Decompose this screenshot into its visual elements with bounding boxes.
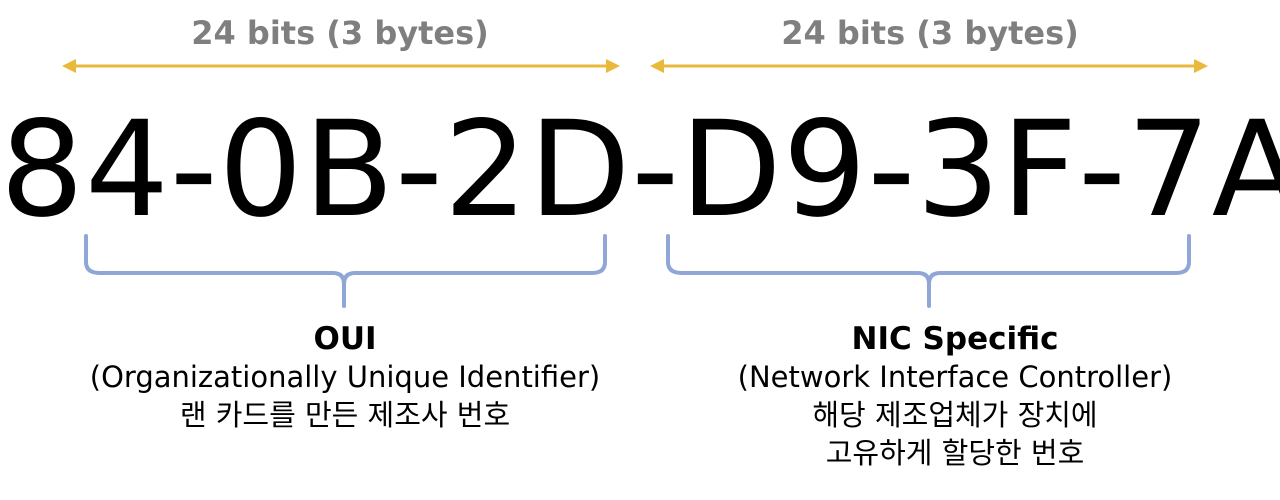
nic-description-block: NIC Specific (Network Interface Controll… [640, 320, 1270, 472]
nic-description-line1: 해당 제조업체가 장치에 [812, 398, 1098, 432]
mac-address: 84-0B-2D-D9-3F-7A [0, 93, 1280, 247]
oui-brace [84, 234, 607, 308]
left-bits-label: 24 bits (3 bytes) [191, 14, 489, 52]
oui-description: 랜 카드를 만든 제조사 번호 [179, 398, 511, 432]
right-span-arrow [650, 59, 1208, 73]
oui-description-block: OUI (Organizationally Unique Identifier)… [30, 320, 660, 434]
oui-title: OUI [313, 321, 377, 357]
left-span-arrow [62, 59, 620, 73]
nic-subtitle: (Network Interface Controller) [737, 360, 1173, 394]
nic-description-line2: 고유하게 할당한 번호 [825, 436, 1085, 470]
nic-title: NIC Specific [851, 321, 1059, 357]
nic-brace [666, 234, 1191, 308]
oui-subtitle: (Organizationally Unique Identifier) [89, 360, 601, 394]
grouping-braces [84, 234, 1191, 308]
bit-span-arrows [62, 59, 1208, 73]
right-bits-label: 24 bits (3 bytes) [781, 14, 1079, 52]
